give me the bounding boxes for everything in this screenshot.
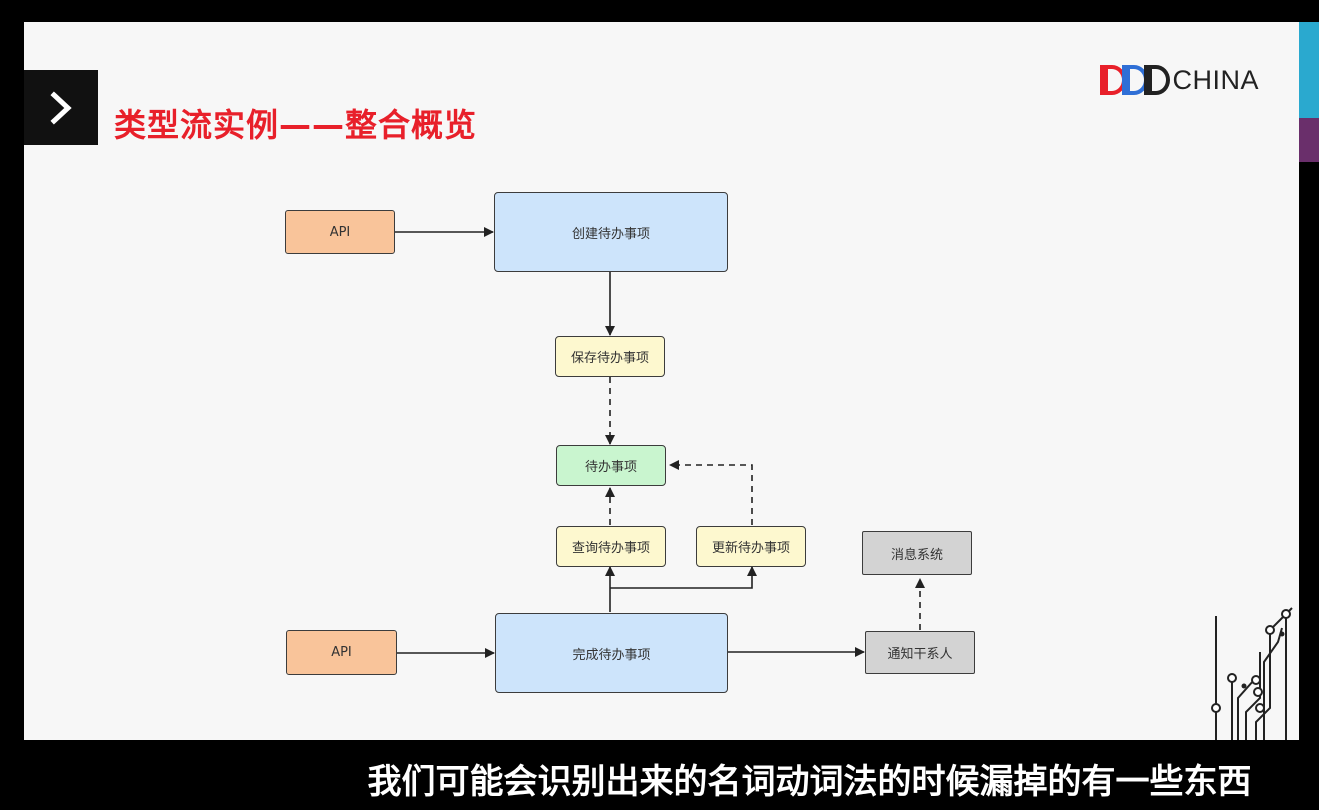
api-node-bottom: API [286, 630, 397, 675]
video-subtitle: 我们可能会识别出来的名词动词法的时候漏掉的有一些东西 [367, 762, 1252, 802]
side-accent-teal [1299, 22, 1319, 118]
next-slide-tab[interactable] [24, 70, 98, 145]
edge-update-to-todo [669, 460, 753, 525]
logo-word: CHINA [1172, 64, 1259, 95]
complete-todo-node: 完成待办事项 [495, 613, 728, 693]
api-node-top: API [285, 210, 395, 254]
message-system-node: 消息系统 [862, 531, 972, 575]
update-todo-node: 更新待办事项 [696, 526, 806, 567]
side-accent-purple [1299, 118, 1319, 162]
edge-complete-to-update [610, 566, 757, 589]
slide: 类型流实例——整合概览 CHINA [24, 22, 1299, 740]
save-todo-node: 保存待办事项 [555, 336, 665, 377]
ddd-china-logo: CHINA [1098, 60, 1259, 100]
create-todo-node: 创建待办事项 [494, 192, 728, 272]
circuit-decoration-icon [1211, 607, 1293, 740]
notify-stakeholders-node: 通知干系人 [865, 631, 975, 674]
ddd-logo-mark [1100, 65, 1171, 95]
todo-node: 待办事项 [556, 445, 666, 486]
query-todo-node: 查询待办事项 [556, 526, 666, 567]
chevron-right-icon [50, 90, 72, 125]
diagram-edges [395, 227, 925, 658]
slide-title: 类型流实例——整合概览 [114, 106, 478, 144]
